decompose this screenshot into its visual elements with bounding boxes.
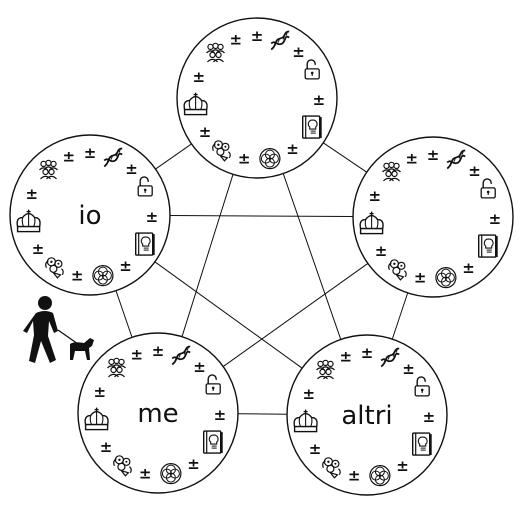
circle-outline	[77, 332, 239, 494]
plus-minus-sign: ±	[214, 406, 227, 424]
plus-minus-sign: ±	[152, 342, 165, 360]
plus-minus-sign: ±	[368, 187, 381, 205]
plus-minus-sign: ±	[427, 146, 440, 164]
plus-minus-sign: ±	[462, 259, 475, 277]
circle-outline	[176, 17, 338, 179]
plus-minus-sign: ±	[32, 240, 45, 258]
plus-minus-sign: ±	[192, 68, 205, 86]
circle-outline	[286, 334, 448, 496]
lightbulb-book-icon	[202, 430, 224, 454]
plus-minus-sign: ±	[71, 267, 84, 285]
connection-line-top-left	[155, 143, 192, 170]
person-walking-dog-icon	[23, 296, 94, 363]
plus-minus-sign: ±	[286, 140, 299, 158]
plus-minus-sign: ±	[406, 150, 419, 168]
plus-minus-sign: ±	[139, 465, 152, 483]
plus-minus-sign: ±	[146, 208, 159, 226]
plus-minus-sign: ±	[93, 383, 106, 401]
circle-bottom-right: ± ± ± ± ± ± ± ± altri	[286, 334, 448, 496]
connection-line-left-bottom_right	[154, 261, 303, 369]
plus-minus-sign: ±	[25, 185, 38, 203]
plus-minus-sign: ±	[375, 242, 388, 260]
plus-minus-sign: ±	[199, 123, 212, 141]
connection-line-left-bottom_left	[115, 290, 133, 338]
connection-line-top-bottom_right	[282, 173, 342, 340]
plus-minus-sign: ±	[302, 385, 315, 403]
plus-minus-sign: ±	[414, 269, 427, 287]
plus-minus-sign: ±	[100, 438, 113, 456]
plus-minus-sign: ±	[131, 346, 144, 364]
connection-line-top-right	[322, 142, 368, 173]
connection-line-left-right	[169, 214, 354, 218]
connection-line-top-bottom_left	[181, 174, 234, 337]
plus-minus-sign: ±	[63, 148, 76, 166]
plus-minus-sign: ±	[348, 467, 361, 485]
circle-bottom-left: ± ± ± ± ± ± ± ± me	[77, 332, 239, 494]
connection-lines	[115, 142, 409, 415]
plus-minus-sign: ±	[423, 408, 436, 426]
plus-minus-sign: ±	[489, 210, 502, 228]
circle-right: ± ± ± ± ± ± ± ±	[352, 136, 514, 298]
circle-outline	[352, 136, 514, 298]
lightbulb-book-icon	[302, 115, 323, 139]
plus-minus-sign: ±	[125, 160, 138, 178]
plus-minus-sign: ±	[193, 358, 206, 376]
plus-minus-sign: ±	[396, 457, 409, 475]
plus-minus-sign: ±	[309, 440, 322, 458]
plus-minus-sign: ±	[340, 348, 353, 366]
plus-minus-sign: ±	[292, 43, 305, 61]
plus-minus-sign: ±	[119, 257, 132, 275]
lightbulb-book-icon	[478, 234, 499, 258]
circle-label-left: io	[78, 201, 101, 231]
circle-label-bottom-right: altri	[341, 401, 392, 431]
plus-minus-sign: ±	[402, 360, 415, 378]
connection-line-right-bottom_left	[222, 263, 369, 367]
circle-top: ± ± ± ± ± ± ± ±	[176, 17, 338, 179]
plus-minus-sign: ±	[313, 91, 326, 109]
plus-minus-sign: ±	[84, 144, 97, 162]
plus-minus-sign: ±	[251, 27, 264, 45]
plus-minus-sign: ±	[230, 31, 243, 49]
lightbulb-book-icon	[412, 432, 433, 456]
lightbulb-book-icon	[134, 232, 156, 256]
plus-minus-sign: ±	[468, 162, 481, 180]
plus-minus-sign: ±	[361, 344, 374, 362]
circle-label-bottom-left: me	[137, 399, 178, 429]
circle-left: ± ± ± ± ± ± ± ± io	[9, 134, 171, 296]
plus-minus-sign: ±	[187, 455, 200, 473]
plus-minus-sign: ±	[238, 150, 251, 168]
circle-outline	[9, 134, 171, 296]
connection-line-right-bottom_right	[391, 292, 409, 340]
